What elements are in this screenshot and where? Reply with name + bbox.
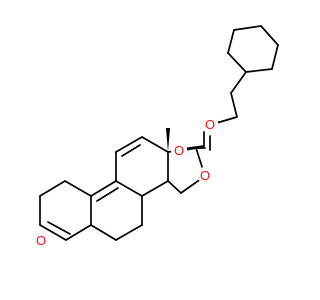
bond-b1: [90, 180, 117, 197]
bond-a3: [64, 180, 92, 197]
bond-b1-double: [96, 187, 119, 202]
bond-c2: [115, 136, 143, 153]
carbonyl-oxygen-label: O: [200, 168, 210, 183]
bond-a2: [39, 180, 66, 197]
bond-d4: [167, 180, 182, 194]
bond-f2: [230, 92, 238, 118]
bond-f8: [227, 29, 235, 54]
bond-a6: [39, 224, 67, 241]
bond-c2-double: [121, 144, 141, 157]
bond-f7: [233, 25, 262, 31]
ring-oxygen-label: O: [36, 233, 46, 248]
bond-f6: [260, 25, 279, 46]
molecule-structure: O O O O: [36, 25, 279, 248]
bond-a5: [65, 224, 92, 241]
bond-f3: [230, 71, 247, 94]
bond-b4: [115, 224, 143, 241]
ester-oxygen-label: O: [174, 143, 184, 158]
bond-c3: [141, 136, 169, 153]
bond-a6-double: [47, 221, 71, 235]
bond-c5: [141, 180, 169, 197]
bond-b2: [115, 180, 143, 197]
ether-oxygen-label: O: [205, 117, 215, 132]
bond-f4: [245, 68, 273, 73]
bond-f5: [271, 44, 279, 70]
bond-f9: [227, 52, 247, 73]
methyl-wedge: [166, 128, 170, 152]
bond-b5: [90, 224, 117, 241]
